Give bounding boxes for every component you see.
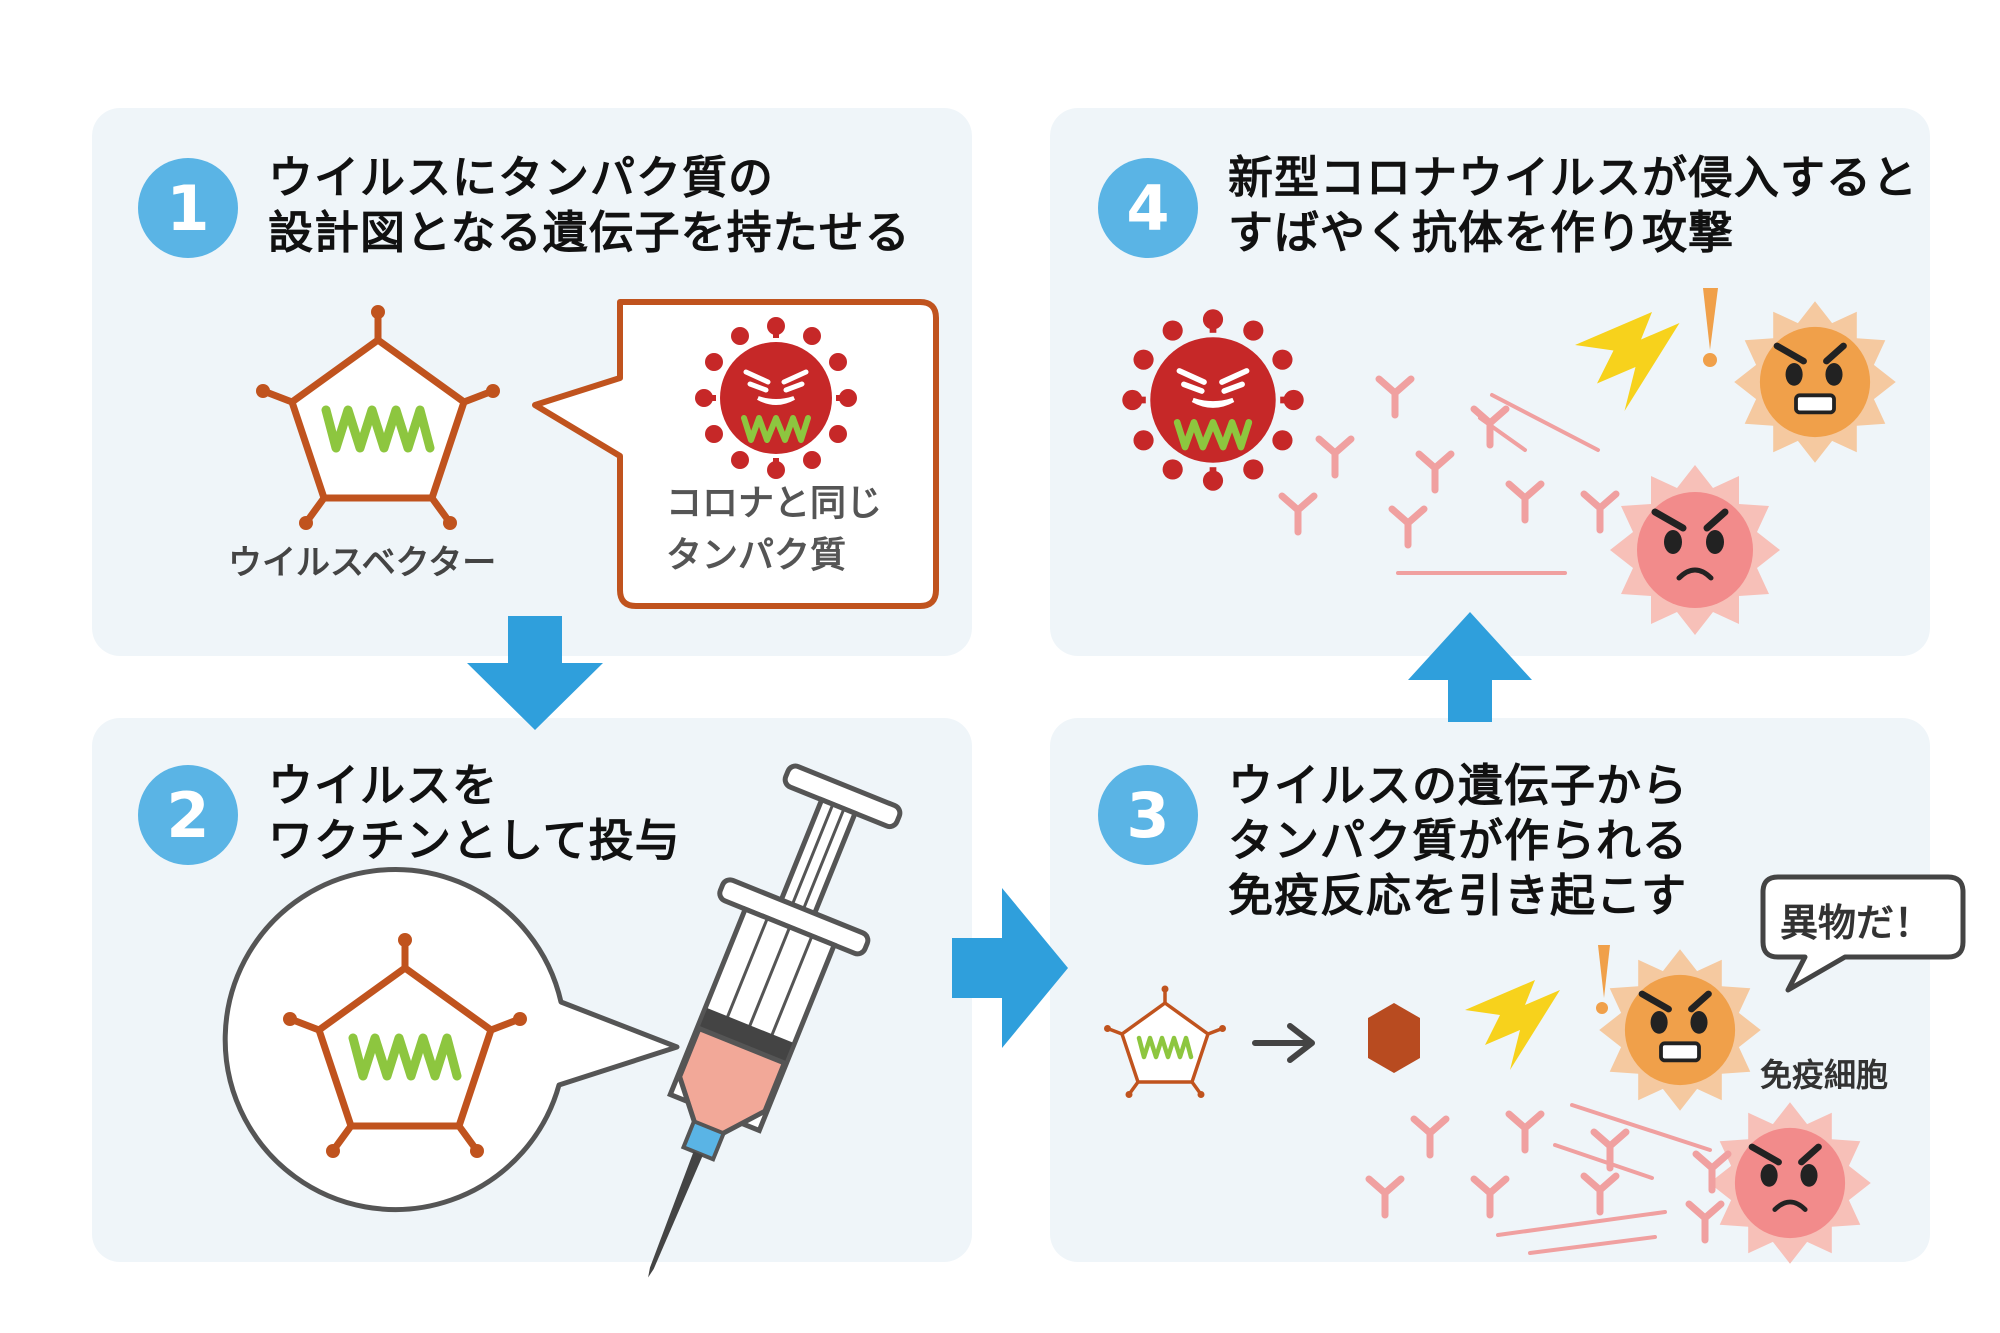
antibody-icon [1379, 379, 1411, 415]
protein-hexagon-icon [1368, 1003, 1420, 1073]
antibody-icon [1282, 496, 1314, 532]
step-1-title-line-2: 設計図となる遺伝子を持たせる [268, 206, 911, 259]
virus-vector-icon [256, 305, 500, 530]
spark-icon [1575, 312, 1680, 411]
step-4-number: 4 [1098, 158, 1198, 258]
exclamation-icon [1703, 288, 1718, 350]
syringe-icon [648, 763, 903, 1278]
immune-cell-orange-icon [1734, 301, 1896, 463]
step-1-title-line-1: ウイルスにタンパク質の [268, 151, 775, 204]
step-4-title-line-2: すばやく抗体を作り攻撃 [1228, 206, 1735, 259]
antibody-icon [1584, 494, 1616, 530]
step-4-title-line-1: 新型コロナウイルスが侵入すると [1228, 151, 1919, 204]
step-3-number: 3 [1098, 765, 1198, 865]
corona-protein-line-1: コロナと同じ [666, 483, 883, 524]
antibody-icon [1509, 1114, 1541, 1150]
step-4-title: 新型コロナウイルスが侵入すると すばやく抗体を作り攻撃 [1228, 150, 1918, 260]
immune-cell-pink-icon [1709, 1102, 1871, 1264]
antibody-icon [1689, 1204, 1721, 1240]
step-2-number: 2 [138, 765, 238, 865]
spark-icon [1465, 980, 1560, 1070]
immune-cell-pink-icon [1610, 465, 1780, 635]
corona-protein-text: コロナと同じ タンパク質 [666, 478, 882, 582]
antibody-icon [1414, 1119, 1446, 1155]
speech-text: 異物だ！ [1780, 901, 1933, 945]
virus-vector-icon [1104, 986, 1226, 1099]
virus-vector-label: ウイルスベクター [228, 543, 497, 583]
antibody-icon [1474, 1179, 1506, 1215]
step-3-title-line-3: 免疫反応を引き起こす [1228, 869, 1688, 922]
step-2-title-line-1: ウイルスを [268, 759, 499, 812]
coronavirus-icon [1122, 309, 1303, 490]
arrow-icon [1252, 1023, 1315, 1063]
corona-protein-line-2: タンパク質 [666, 535, 847, 576]
exclamation-icon [1598, 945, 1610, 998]
step-2-title-line-2: ワクチンとして投与 [268, 814, 681, 867]
step-3-title: ウイルスの遺伝子から タンパク質が作られる 免疫反応を引き起こす [1228, 758, 1688, 923]
antibody-icon [1369, 1179, 1401, 1215]
immune-cell-orange-icon [1599, 949, 1761, 1111]
antibody-icon [1319, 439, 1351, 475]
speech-bubble [1760, 874, 1966, 993]
arrow-right-icon [952, 888, 1068, 1048]
step-3-title-line-2: タンパク質が作られる [1228, 814, 1689, 867]
step-3-title-line-1: ウイルスの遺伝子から [1228, 759, 1689, 812]
step-2-title: ウイルスを ワクチンとして投与 [268, 758, 681, 868]
step-1-number: 1 [138, 158, 238, 258]
arrow-down-icon [467, 616, 603, 730]
antibody-icon [1584, 1176, 1616, 1212]
step-1-title: ウイルスにタンパク質の 設計図となる遺伝子を持たせる [268, 150, 911, 260]
antibody-icon [1509, 484, 1541, 520]
arrow-up-icon [1408, 612, 1532, 722]
antibody-icon [1419, 454, 1451, 490]
immune-cell-label: 免疫細胞 [1760, 1056, 1889, 1094]
antibody-icon [1392, 509, 1424, 545]
